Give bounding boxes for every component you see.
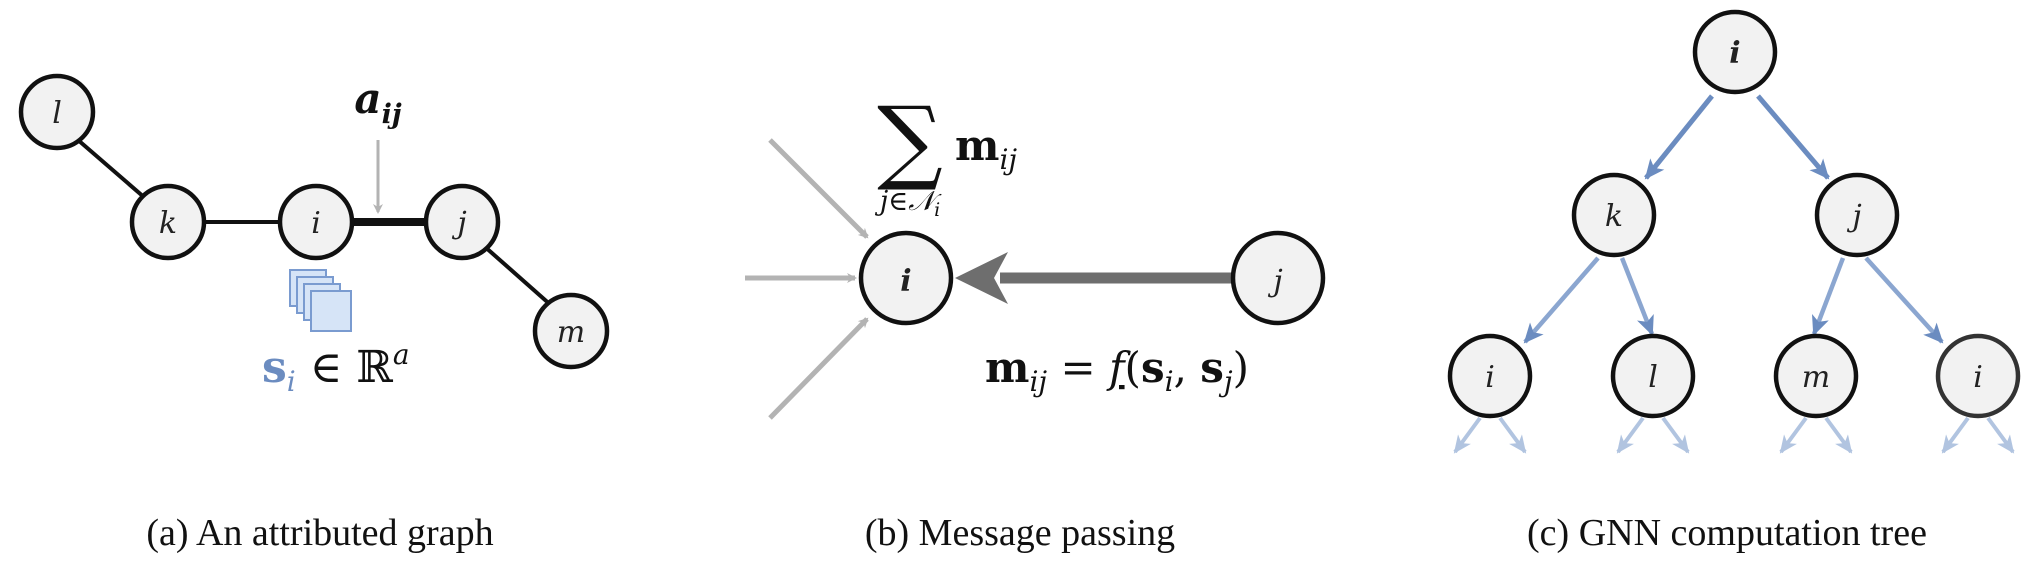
edge-attribute-label: aij (354, 74, 401, 130)
tree-level1-node-j (1814, 172, 1900, 258)
tree-edge-root-j (1756, 94, 1830, 180)
incoming-arrow-bottom (768, 317, 869, 420)
tree-level2-label-i-repeat: i (1973, 360, 1983, 395)
node-l (18, 73, 96, 151)
message-equation: mij = f(si, sj) (985, 343, 1249, 398)
node-j (423, 183, 501, 261)
caption-c: (c) GNN computation tree (1527, 512, 1927, 554)
tree-level2-node-m (1773, 333, 1859, 419)
panel-b-message-passing: i j ∑ mij j∈𝒩i mij = f(si, sj) (b) Messa… (745, 87, 1326, 554)
tree-level1-node-k (1571, 172, 1657, 258)
node-i-label: i (311, 206, 321, 241)
sum-symbol: ∑ (877, 87, 943, 194)
node-k (129, 183, 207, 261)
tree-level2-label-l: l (1648, 360, 1658, 395)
feature-stack-icon (289, 269, 352, 332)
caption-a: (a) An attributed graph (146, 512, 493, 554)
node-l-label: l (52, 96, 62, 131)
node-i-target-label: i (900, 264, 911, 299)
node-j-source (1230, 230, 1326, 326)
feature-label: si ∈ ℝa (262, 338, 410, 398)
faint-continuation-arrows (1453, 416, 2015, 454)
tree-level2-label-m: m (1802, 360, 1830, 395)
tree-edge-root-k (1644, 94, 1714, 180)
tree-edge-j-i (1864, 256, 1944, 344)
tree-edge-k-i (1523, 256, 1600, 344)
tree-level2-label-i: i (1485, 360, 1495, 395)
edge-l-k (76, 138, 147, 200)
panel-c-computation-tree: i k j i l m i (c) GNN computation tree (1447, 9, 2021, 554)
node-k-label: k (159, 206, 177, 241)
tree-level2-node-l (1610, 333, 1696, 419)
edge-j-m (482, 244, 555, 309)
node-i-target (858, 230, 954, 326)
node-m-label: m (557, 315, 585, 350)
tree-edge-k-l (1619, 257, 1655, 336)
node-i (277, 183, 355, 261)
sum-index: j∈𝒩i (875, 186, 942, 221)
tree-level2-node-i (1447, 333, 1533, 419)
tree-root-node (1692, 9, 1778, 95)
tree-level2-node-i-repeat (1935, 333, 2021, 419)
tree-edge-j-m (1811, 257, 1846, 336)
caption-b: (b) Message passing (865, 512, 1175, 554)
tree-root-label: i (1729, 36, 1740, 71)
panel-a-attributed-graph: aij l k i j m si ∈ ℝa (a) An attributed … (18, 73, 610, 554)
tree-level1-label-k: k (1605, 199, 1623, 234)
incoming-arrow-top (768, 138, 869, 239)
sum-term: mij (955, 121, 1017, 176)
message-arrow-head (955, 252, 1008, 304)
node-m (532, 292, 610, 370)
